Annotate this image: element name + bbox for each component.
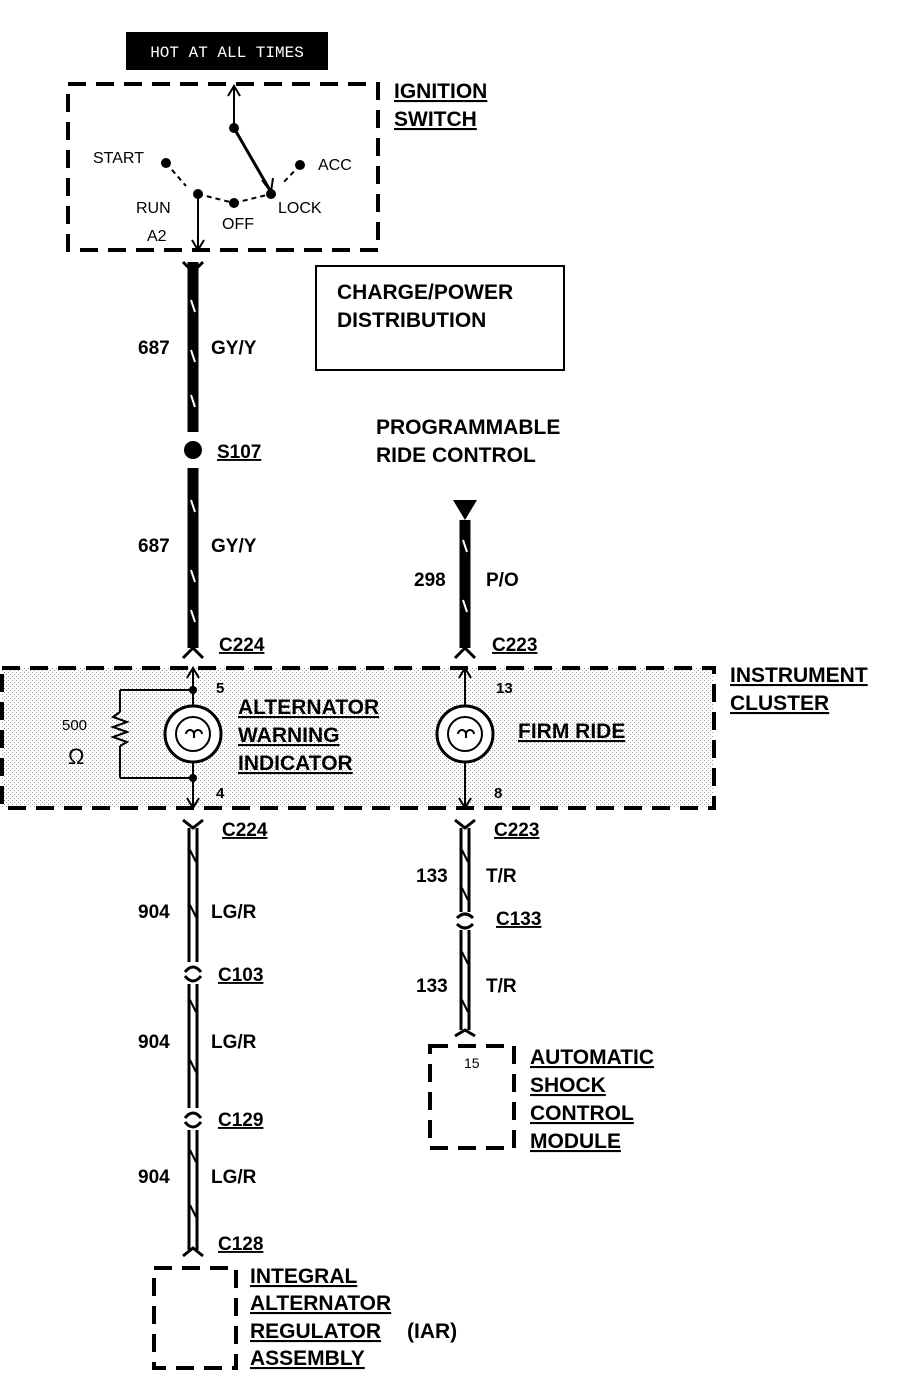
pin-8: 8 <box>494 785 502 802</box>
run-label: RUN <box>136 200 171 217</box>
ignition-switch: IGNITION SWITCH START ACC RUN OFF LOCK A… <box>66 80 487 252</box>
hot-label: HOT AT ALL TIMES <box>150 44 304 62</box>
lock-label: LOCK <box>278 200 322 217</box>
wire-904-seg-3 <box>182 1121 204 1258</box>
start-label: START <box>93 150 144 167</box>
wire-904-a-number: 904 <box>138 902 170 923</box>
firm-ride-circuit <box>435 666 495 810</box>
iar-line-4: ASSEMBLY <box>250 1347 365 1370</box>
cluster-title-2: CLUSTER <box>730 692 829 715</box>
charge-line-2: DISTRIBUTION <box>337 309 486 332</box>
pin-5: 5 <box>216 680 224 697</box>
ascm-line-1: AUTOMATIC <box>530 1046 654 1069</box>
wire-904-c-color: LG/R <box>211 1167 257 1188</box>
wire-687-b-color: GY/Y <box>211 536 257 557</box>
acc-label: ACC <box>318 157 352 174</box>
wire-687-a-number: 687 <box>138 338 170 359</box>
splice-label: S107 <box>217 442 261 463</box>
a2-label: A2 <box>147 228 167 245</box>
resistor-unit: Ω <box>68 744 84 769</box>
wire-904-b-color: LG/R <box>211 1032 257 1053</box>
wire-904-seg-2 <box>183 975 203 1119</box>
ascm-line-4: MODULE <box>530 1130 621 1153</box>
iar-line-3-suffix: (IAR) <box>407 1320 457 1343</box>
prc-line-1: PROGRAMMABLE <box>376 416 560 439</box>
wire-687-lower <box>181 468 205 660</box>
charge-line-1: CHARGE/POWER <box>337 281 513 304</box>
iar-line-2: ALTERNATOR <box>250 1292 391 1315</box>
wire-298 <box>453 500 477 660</box>
wire-298-color: P/O <box>486 570 519 591</box>
ascm-line-3: CONTROL <box>530 1102 634 1125</box>
connector-c223-top: C223 <box>492 635 537 656</box>
alt-label-2: WARNING <box>238 724 340 747</box>
wire-133-b-number: 133 <box>416 976 448 997</box>
alternator-warning-circuit <box>110 666 223 810</box>
charge-power-distribution-box: CHARGE/POWER DISTRIBUTION <box>315 265 565 371</box>
wire-904-b-number: 904 <box>138 1032 170 1053</box>
wire-687-a-color: GY/Y <box>211 338 257 359</box>
wire-133-a-number: 133 <box>416 866 448 887</box>
wire-687-b-number: 687 <box>138 536 170 557</box>
off-label: OFF <box>222 216 254 233</box>
wire-133-seg-2 <box>454 922 476 1038</box>
wire-133-seg-1 <box>454 818 476 920</box>
iar-line-3: REGULATOR <box>250 1320 381 1343</box>
ascm-line-2: SHOCK <box>530 1074 606 1097</box>
ignition-title-1: IGNITION <box>394 80 487 103</box>
splice-s107 <box>184 441 202 459</box>
wire-298-number: 298 <box>414 570 446 591</box>
connector-c128: C128 <box>218 1234 263 1255</box>
pin-13: 13 <box>496 680 513 697</box>
wire-904-seg-1 <box>182 818 204 973</box>
resistor-500-ohm <box>110 711 130 747</box>
connector-c133: C133 <box>496 909 541 930</box>
ascm-pin-15: 15 <box>464 1055 480 1071</box>
resistor-value: 500 <box>62 717 87 734</box>
connector-c103: C103 <box>218 965 263 986</box>
wire-133-a-color: T/R <box>486 866 517 887</box>
wire-904-c-number: 904 <box>138 1167 170 1188</box>
iar-line-1: INTEGRAL <box>250 1265 358 1288</box>
pin-4: 4 <box>216 785 225 802</box>
ascm-box <box>428 1044 516 1150</box>
alt-label-1: ALTERNATOR <box>238 696 379 719</box>
connector-c224-bot: C224 <box>222 820 268 841</box>
connector-c223-bot: C223 <box>494 820 539 841</box>
ignition-title-2: SWITCH <box>394 108 477 131</box>
iar-box <box>152 1266 238 1370</box>
connector-c129: C129 <box>218 1110 263 1131</box>
cluster-title-1: INSTRUMENT <box>730 664 868 687</box>
wire-687-upper <box>181 260 205 432</box>
firm-ride-label: FIRM RIDE <box>518 720 625 743</box>
prc-line-2: RIDE CONTROL <box>376 444 536 467</box>
wire-904-a-color: LG/R <box>211 902 257 923</box>
hot-at-all-times-banner: HOT AT ALL TIMES <box>126 32 328 70</box>
wire-133-b-color: T/R <box>486 976 517 997</box>
connector-c224-top: C224 <box>219 635 265 656</box>
alt-label-3: INDICATOR <box>238 752 353 775</box>
